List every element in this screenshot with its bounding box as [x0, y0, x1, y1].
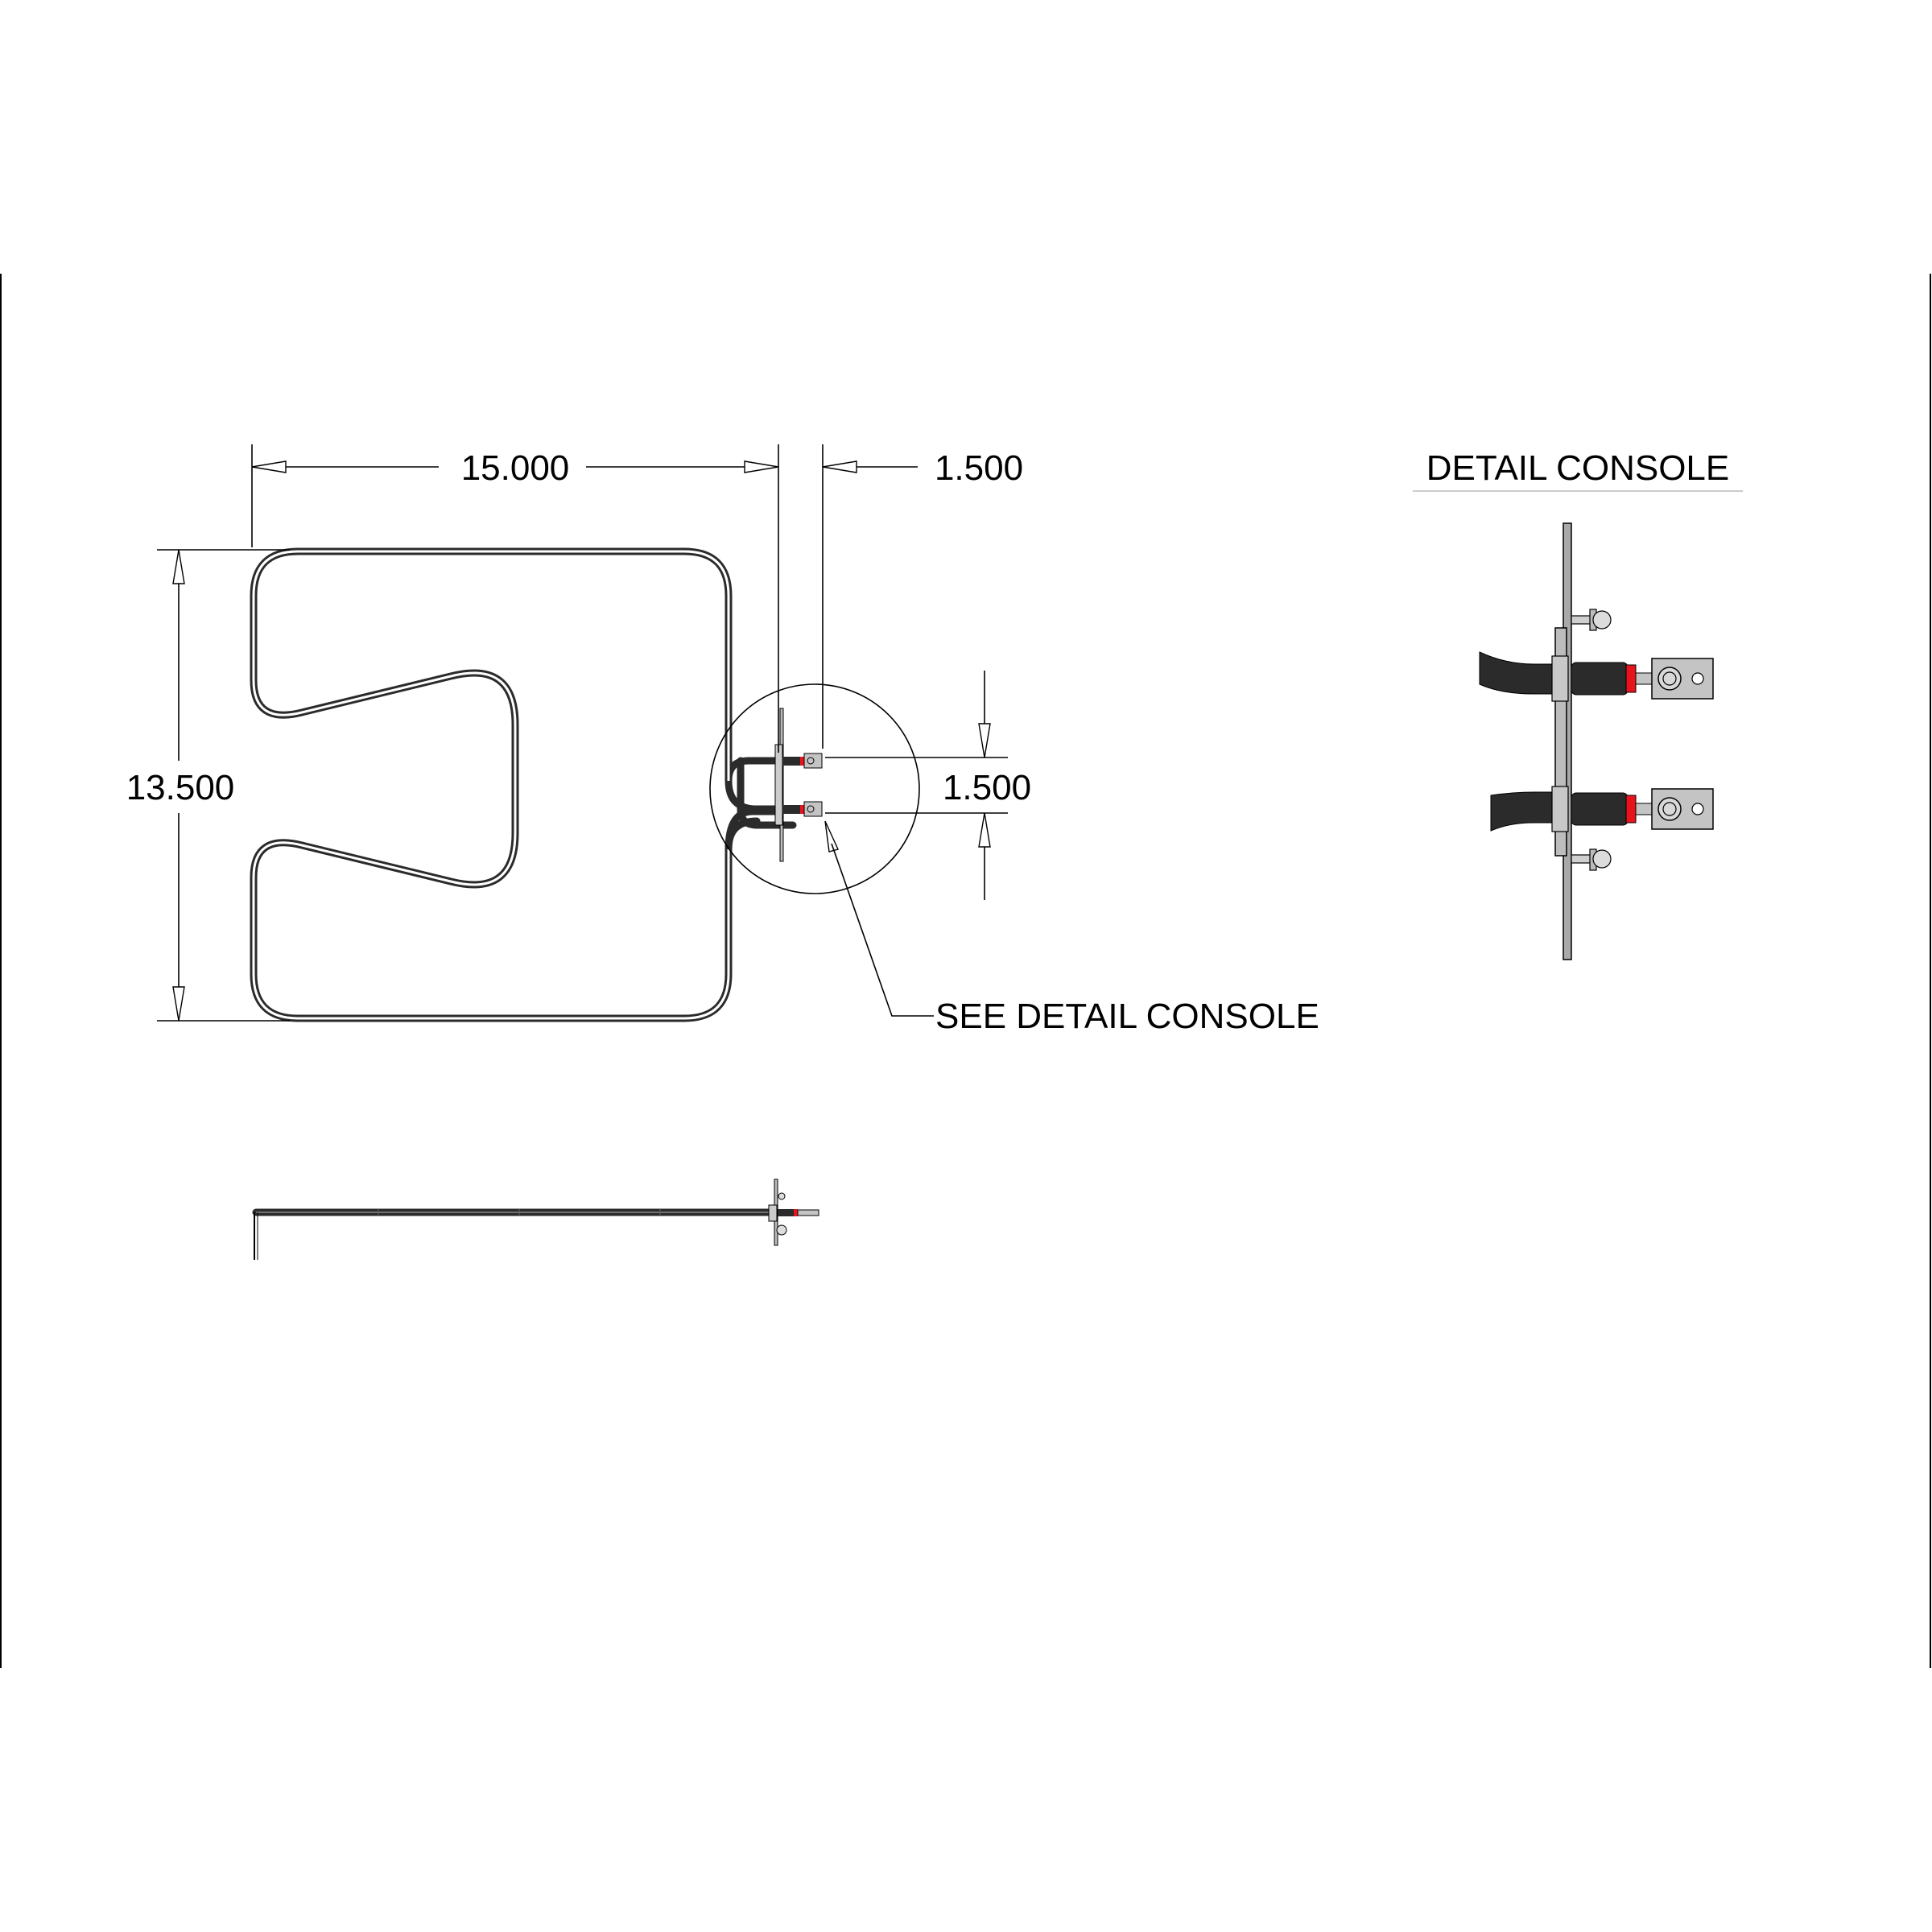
detail-circle: [709, 683, 920, 894]
dimension-overall-height: 13.500: [126, 549, 290, 1022]
heating-element-side-view: [252, 1179, 819, 1260]
dimension-label-overall-height: 13.500: [126, 768, 235, 807]
dimension-terminal-spacing: 1.500: [825, 671, 1031, 900]
dimension-terminal-offset: 1.500: [822, 444, 1023, 749]
dimension-label-overall-width: 15.000: [461, 448, 570, 488]
heating-element-plan-view: [250, 547, 797, 1022]
detail-callout: SEE DETAIL CONSOLE: [824, 820, 1319, 1036]
bottom-bolt: [1571, 848, 1612, 871]
upper-terminal: [1479, 651, 1714, 702]
plan-view-console: [774, 708, 823, 862]
detail-console-view: DETAIL CONSOLE: [1413, 448, 1743, 960]
heating-element-tube: [250, 547, 797, 1022]
dimension-label-terminal-spacing: 1.500: [943, 768, 1031, 807]
dimension-overall-width: 15.000: [251, 444, 779, 753]
callout-label: SEE DETAIL CONSOLE: [935, 997, 1319, 1036]
top-bolt: [1571, 609, 1612, 631]
lower-terminal: [1490, 786, 1714, 832]
detail-title: DETAIL CONSOLE: [1426, 448, 1730, 488]
dimension-label-terminal-offset: 1.500: [935, 448, 1023, 488]
